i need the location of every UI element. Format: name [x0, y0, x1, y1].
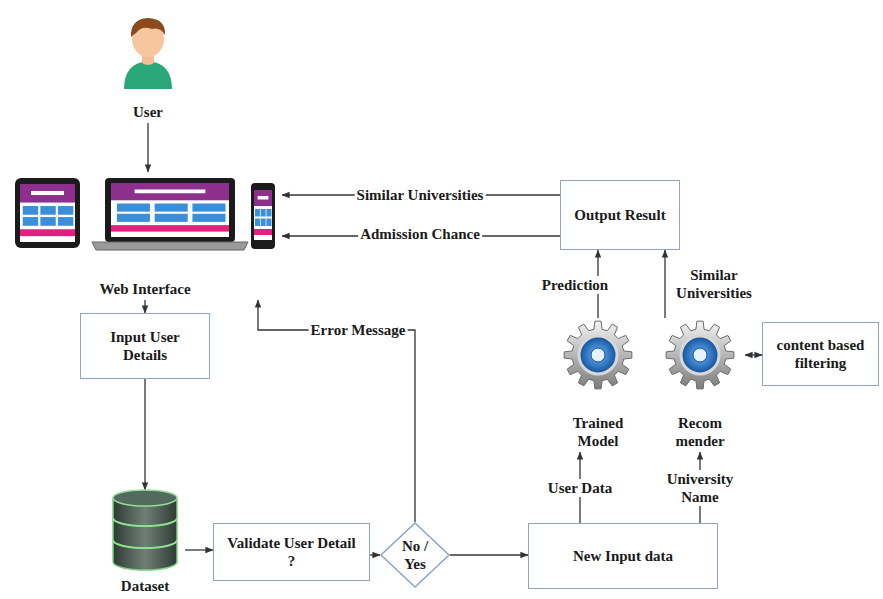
diamond-drawing [380, 522, 450, 588]
person-body [124, 61, 172, 89]
screen-block [23, 217, 38, 226]
connector-arrow [144, 300, 145, 313]
connector-arrow [450, 554, 528, 555]
db-ring [113, 518, 177, 526]
node-text: Input User Details [89, 328, 201, 364]
node-text: content based filtering [771, 336, 870, 372]
devices-drawing [8, 172, 282, 300]
laptop-base [92, 242, 248, 250]
diamond-outline [381, 523, 449, 587]
process-box: content based filtering [762, 322, 879, 386]
process-box: New Input data [528, 523, 718, 589]
db-top [113, 490, 177, 506]
screen-block [40, 217, 55, 226]
laptop-frame [105, 178, 235, 242]
db-ring [113, 540, 177, 548]
person-hair [131, 18, 165, 37]
connector-arrow [664, 250, 665, 318]
gear-drawing [553, 318, 643, 452]
screen-block [117, 204, 150, 212]
screen-block [266, 219, 271, 227]
process-box: Input User Details [80, 313, 210, 379]
edge-label: Admission Chance [358, 225, 482, 243]
gear-teeth [564, 321, 632, 389]
screen-block [255, 209, 260, 217]
devices-icon: Web Interface [8, 172, 282, 300]
edge-label: Error Message [309, 321, 408, 339]
gear-hub [681, 336, 719, 374]
screen-footer [111, 225, 229, 231]
screen [111, 183, 229, 237]
screen-block [23, 206, 38, 215]
screen-block [155, 204, 188, 212]
node-text: Recom mender [655, 414, 745, 450]
screen [254, 190, 272, 240]
screen-block [192, 214, 225, 222]
screen-block [255, 219, 260, 227]
connector-arrow [185, 549, 213, 550]
node-text: Web Interface [99, 280, 190, 298]
gear-drawing [655, 318, 745, 452]
decision-diamond: No / Yes [380, 522, 450, 588]
screen-block [40, 206, 55, 215]
gear-icon: Trained Model [553, 318, 643, 452]
screen-search [258, 196, 269, 200]
screen-block [261, 209, 266, 217]
node-text: User [133, 103, 163, 121]
gear-hub [579, 336, 617, 374]
screen-header [20, 184, 75, 203]
connector-arrow [147, 123, 148, 172]
connector-arrow [144, 379, 145, 490]
connector-arrow [258, 300, 415, 522]
edge-label: University Name [652, 470, 748, 506]
screen-search [135, 189, 206, 193]
process-box: Output Result [560, 180, 680, 250]
screen-block [155, 214, 188, 222]
screen-block [58, 206, 73, 215]
screen-block [192, 204, 225, 212]
gear-hole [591, 348, 605, 362]
screen-header [111, 183, 229, 200]
screen-block [117, 214, 150, 222]
person-icon: User [118, 5, 178, 123]
screen-footer [20, 229, 75, 236]
screen-footer [254, 229, 272, 235]
screen-block [266, 209, 271, 217]
node-text: New Input data [573, 547, 673, 565]
screen-search [31, 191, 64, 195]
node-text: Dataset [121, 577, 169, 595]
edge-label: User Data [546, 479, 614, 497]
db-icon: Dataset [105, 490, 185, 597]
edge-label: Prediction [540, 276, 610, 294]
edge-label: Similar Universities [355, 186, 486, 204]
node-text: Validate User Detail ? [222, 534, 361, 570]
gear-teeth [666, 321, 734, 389]
db-body [113, 498, 177, 570]
gear-hole [693, 348, 707, 362]
phone-frame [251, 183, 275, 249]
node-text: No / Yes [395, 537, 435, 573]
node-text: Output Result [574, 206, 665, 224]
screen [20, 184, 75, 242]
connector-arrow [370, 554, 380, 555]
edge-label: Similar Universities [667, 266, 761, 302]
tablet-frame [15, 178, 80, 248]
node-text: Trained Model [553, 414, 643, 450]
screen-header [254, 190, 272, 206]
gear-icon: Recom mender [655, 318, 745, 452]
screen-block [58, 217, 73, 226]
process-box: Validate User Detail ? [213, 523, 370, 581]
connector-arrow [745, 354, 762, 355]
screen-block [261, 219, 266, 227]
